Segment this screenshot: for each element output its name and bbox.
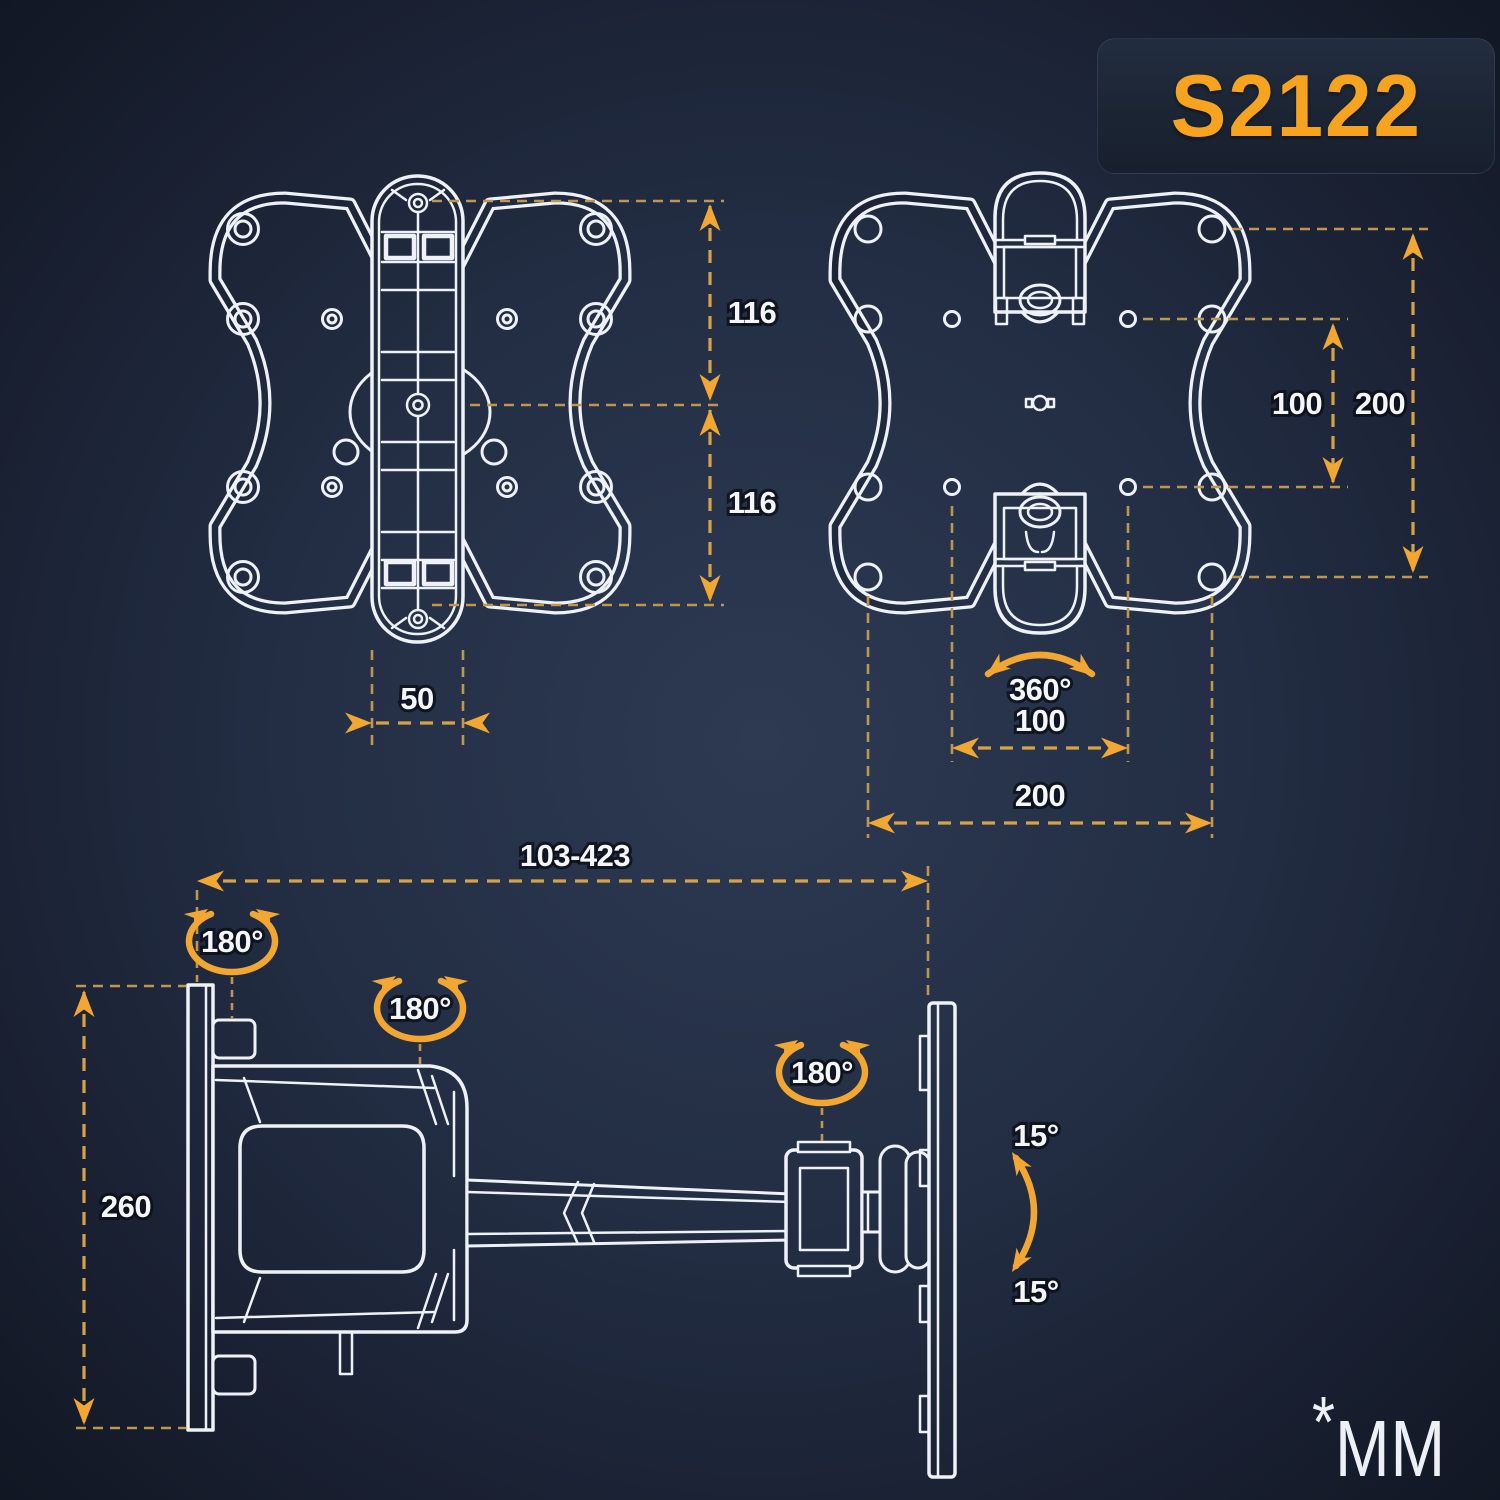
model-badge: S2122 [1097, 38, 1495, 174]
side-view-dimensions: 103-423 260 180° 180° [73, 835, 1062, 1430]
top-swivel-clamp [993, 171, 1087, 326]
dim-label-front-width: 50 [400, 681, 433, 716]
dim-label-back-inner-h: 100 [1015, 703, 1065, 738]
bottom-swivel-clamp [993, 492, 1087, 635]
swivel-wall-label: 180° [201, 924, 263, 959]
asterisk: * [1312, 1383, 1335, 1464]
tilt-joint [784, 1140, 932, 1278]
locking-pin [338, 1330, 354, 1376]
units-label: MM [1334, 1404, 1446, 1494]
locking-claw [1024, 530, 1056, 554]
articulating-arm [211, 1064, 469, 1376]
swivel-symbol-arm: 180° [371, 968, 469, 1064]
swivel-head-label: 180° [791, 1055, 853, 1090]
vesa-plate-side [918, 1001, 957, 1479]
dim-label-back-outer-h: 200 [1015, 778, 1065, 813]
plate-screw-holes [226, 212, 613, 594]
dim-label-front-upper: 116 [728, 295, 777, 330]
center-screw [1024, 394, 1056, 412]
ladder-bracket [370, 174, 465, 644]
back-view-diagram: 100 200 360° 100 200 [835, 171, 1428, 838]
dim-label-height: 260 [101, 1189, 151, 1224]
dim-label-back-outer-v: 200 [1355, 386, 1405, 421]
units-note: *MM [1312, 1372, 1451, 1494]
front-view-diagram: 116 116 50 [215, 174, 780, 745]
adjustment-slots [383, 233, 455, 587]
bracket-bolts [405, 192, 431, 630]
vesa-holes [853, 214, 1227, 592]
model-number: S2122 [1170, 56, 1422, 155]
tilt-down-label: 15° [1013, 1274, 1058, 1309]
side-view-diagram: 103-423 260 180° 180° [73, 835, 1062, 1479]
dim-label-front-lower: 116 [728, 485, 777, 520]
dim-label-extension-range: 103-423 [520, 838, 631, 873]
swivel-arm-label: 180° [389, 991, 451, 1026]
wall-plate [186, 983, 257, 1432]
swivel-symbol-wall: 180° [183, 901, 281, 1018]
rotation-label: 360° [1009, 672, 1071, 707]
back-view-dimensions: 100 200 360° 100 200 [866, 227, 1428, 838]
front-view-dimensions: 116 116 50 [345, 199, 780, 745]
tilt-up-label: 15° [1013, 1118, 1058, 1153]
dim-label-back-inner-v: 100 [1272, 386, 1322, 421]
swivel-symbol-head: 180° [773, 1032, 871, 1146]
tilt-symbol: 15° 15° [1004, 1115, 1062, 1312]
